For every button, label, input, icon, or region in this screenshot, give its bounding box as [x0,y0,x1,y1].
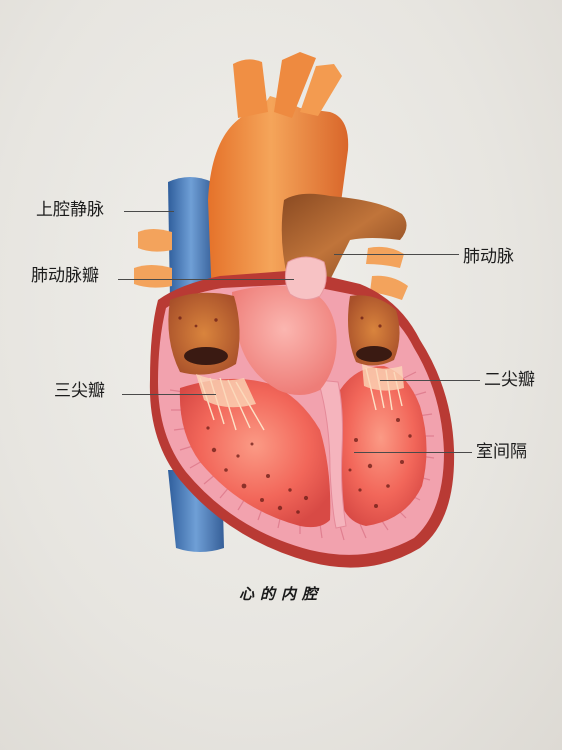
label-pulmonary-artery: 肺动脉 [463,247,514,267]
label-mitral-valve: 二尖瓣 [484,370,535,390]
tricuspid-leaflet [196,374,256,408]
outflow-tract [232,285,337,395]
leader-septum [354,452,472,453]
left-atrium [348,295,400,366]
septum [317,379,347,529]
leader-pulmonary-valve [118,279,294,280]
leader-pulmonary-artery [334,254,459,255]
label-superior-vena-cava: 上腔静脉 [36,200,104,220]
mitral-leaflet [362,364,404,391]
pulmonary-vein-right-upper [366,246,404,268]
pulmonary-vein-left-upper [138,229,172,252]
leader-tricuspid-valve [122,394,216,395]
chamber-speckles [178,316,412,514]
pulmonary-vein-left-lower [134,265,172,288]
right-atrium-opening [184,347,228,365]
leader-mitral-valve [380,380,480,381]
pulmonary-vein-right-lower [370,275,408,300]
leader-superior-vena-cava [124,211,174,212]
superior-vena-cava [168,177,214,300]
label-septum: 室间隔 [476,442,527,462]
left-ventricle [335,366,427,526]
aortic-branch-1 [233,59,268,118]
right-ventricle [179,378,331,528]
pulmonary-valve [284,256,327,300]
label-tricuspid-valve: 三尖瓣 [54,381,105,401]
left-atrium-opening [356,346,392,362]
aortic-branch-3 [300,64,342,116]
diagram-caption: 心的内腔 [238,585,323,603]
aortic-branch-2 [274,52,316,118]
label-pulmonary-valve: 肺动脉瓣 [31,266,99,286]
